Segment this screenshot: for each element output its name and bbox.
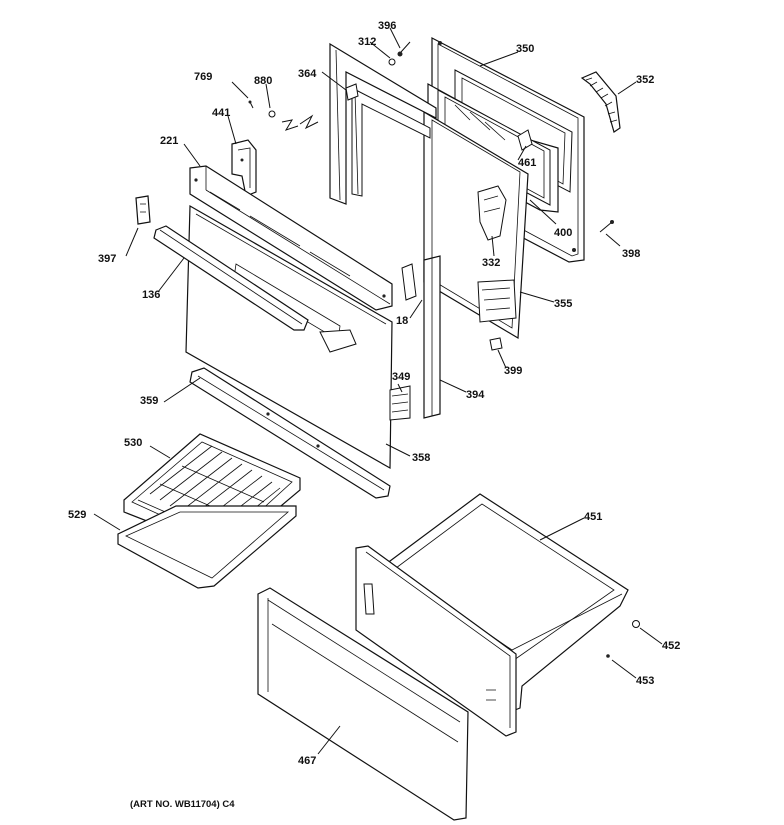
label-529: 529 bbox=[68, 509, 86, 521]
part-drawer-front bbox=[257, 587, 469, 821]
part-labels: 396 312 350 352 364 769 880 441 221 461 … bbox=[68, 20, 680, 767]
label-349: 349 bbox=[392, 371, 410, 383]
label-312: 312 bbox=[358, 36, 376, 48]
part-side-trim bbox=[423, 255, 441, 419]
label-769: 769 bbox=[194, 71, 212, 83]
label-530: 530 bbox=[124, 437, 142, 449]
part-bracket bbox=[401, 263, 417, 301]
part-drawer-fasteners bbox=[606, 620, 640, 658]
part-insulation bbox=[389, 385, 411, 421]
part-small-fasteners bbox=[248, 41, 614, 351]
part-bottom-trim bbox=[189, 367, 391, 499]
label-136: 136 bbox=[142, 289, 160, 301]
part-door-handle bbox=[153, 225, 309, 331]
label-451: 451 bbox=[584, 511, 602, 523]
label-352: 352 bbox=[636, 74, 654, 86]
label-398: 398 bbox=[622, 248, 640, 260]
art-number-caption: (ART NO. WB11704) C4 bbox=[130, 799, 235, 810]
label-394: 394 bbox=[466, 389, 485, 401]
label-453: 453 bbox=[636, 675, 654, 687]
part-inner-door-liner bbox=[423, 110, 529, 340]
part-door-panel bbox=[185, 204, 393, 470]
label-461: 461 bbox=[518, 157, 536, 169]
label-221: 221 bbox=[160, 135, 178, 147]
label-355: 355 bbox=[554, 298, 572, 310]
label-880: 880 bbox=[254, 75, 272, 87]
label-396: 396 bbox=[378, 20, 396, 32]
label-441: 441 bbox=[212, 107, 230, 119]
label-364: 364 bbox=[298, 68, 317, 80]
label-18: 18 bbox=[396, 315, 408, 327]
label-350: 350 bbox=[516, 43, 534, 55]
part-hinge bbox=[135, 195, 151, 225]
leader-lines bbox=[93, 27, 663, 755]
label-399: 399 bbox=[504, 365, 522, 377]
label-359: 359 bbox=[140, 395, 158, 407]
label-400: 400 bbox=[554, 227, 572, 239]
label-452: 452 bbox=[662, 640, 680, 652]
part-control-panel bbox=[189, 165, 393, 311]
label-397: 397 bbox=[98, 253, 116, 265]
label-467: 467 bbox=[298, 755, 316, 767]
label-358: 358 bbox=[412, 452, 430, 464]
part-door-gasket-frame bbox=[329, 42, 437, 205]
part-gasket-strip bbox=[580, 71, 621, 133]
part-broiler-pan bbox=[117, 505, 297, 589]
label-332: 332 bbox=[482, 257, 500, 269]
part-drawer-inner-front bbox=[355, 545, 517, 737]
